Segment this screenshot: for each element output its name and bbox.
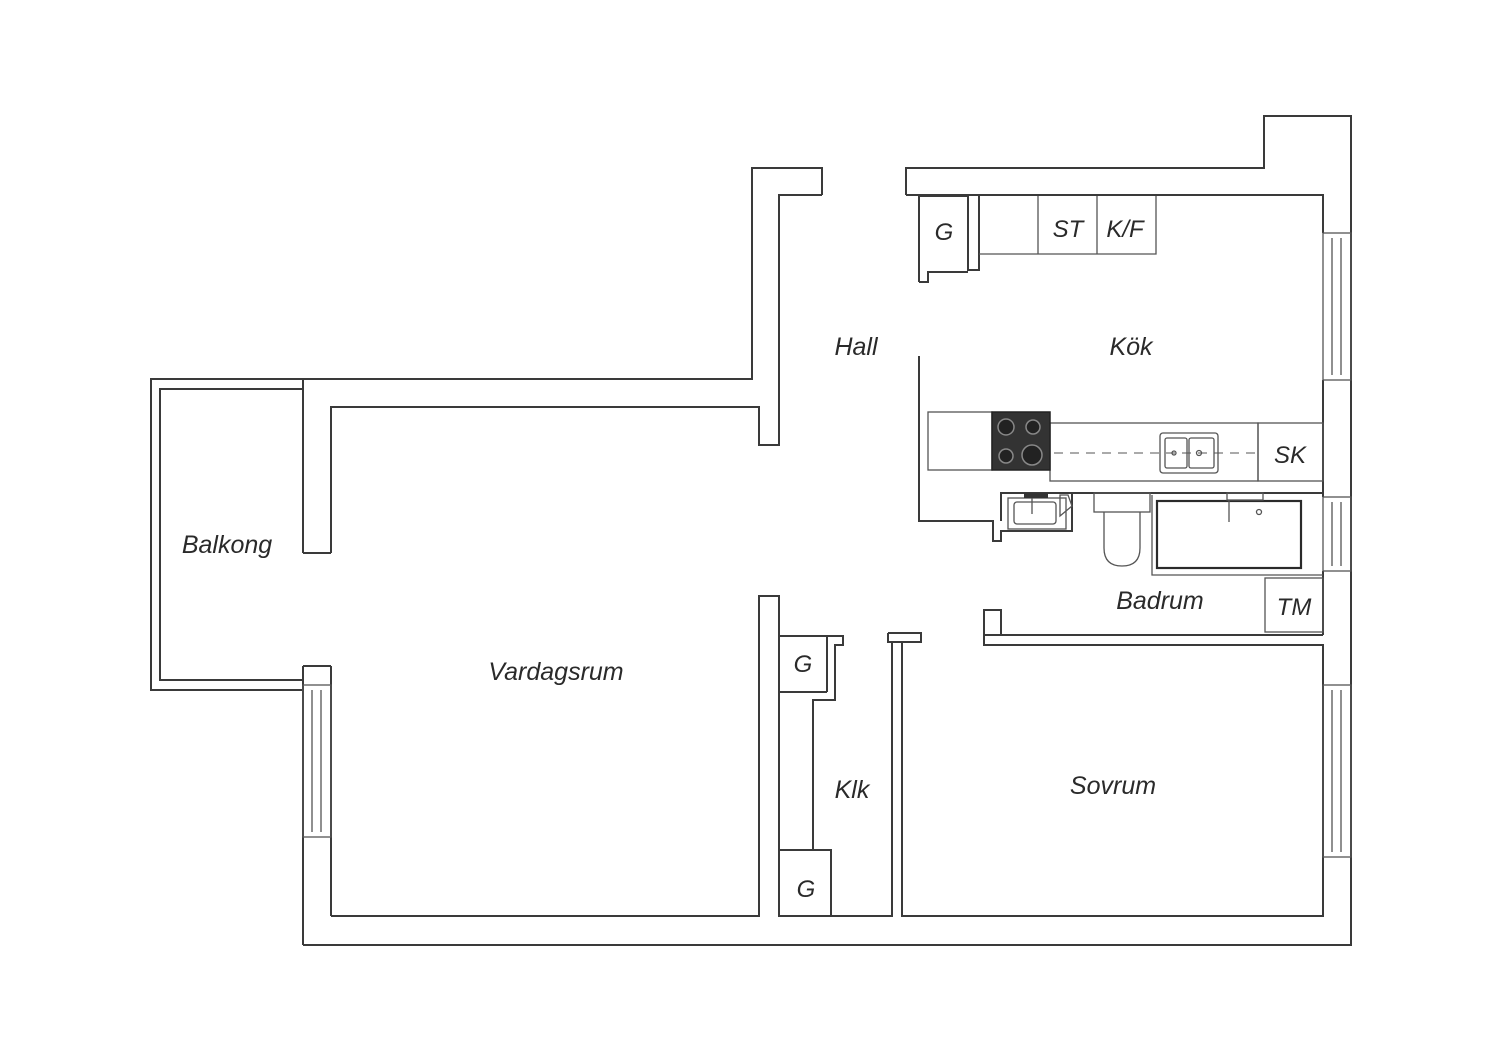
fixture-label-st: ST — [1053, 216, 1086, 243]
bathroom-fixtures — [1007, 492, 1324, 633]
fixture-label-sk: SK — [1274, 442, 1307, 469]
fixture-label-kf: K/F — [1106, 216, 1145, 243]
room-label-vardagsrum: Vardagsrum — [488, 658, 623, 686]
room-labels: Hall Kök Balkong Vardagsrum Badrum Klk S… — [182, 333, 1204, 804]
fixture-label-g-hall: G — [935, 219, 954, 246]
fixture-label-tm: TM — [1277, 594, 1312, 621]
kitchen-counters — [927, 196, 1324, 482]
windows — [302, 232, 1352, 858]
fixture-label-g-klk-top: G — [794, 651, 813, 678]
fixture-labels: G ST K/F SK TM G G — [794, 216, 1312, 903]
room-label-hall: Hall — [834, 333, 879, 361]
stove — [991, 411, 1051, 471]
room-label-badrum: Badrum — [1116, 587, 1204, 615]
fixture-label-g-klk-bottom: G — [797, 876, 816, 903]
room-label-balkong: Balkong — [182, 531, 272, 559]
room-label-kok: Kök — [1109, 333, 1154, 361]
balcony — [150, 378, 303, 691]
kitchen-sink — [1159, 432, 1219, 474]
room-label-sovrum: Sovrum — [1070, 772, 1156, 800]
room-label-klk: Klk — [835, 776, 871, 804]
